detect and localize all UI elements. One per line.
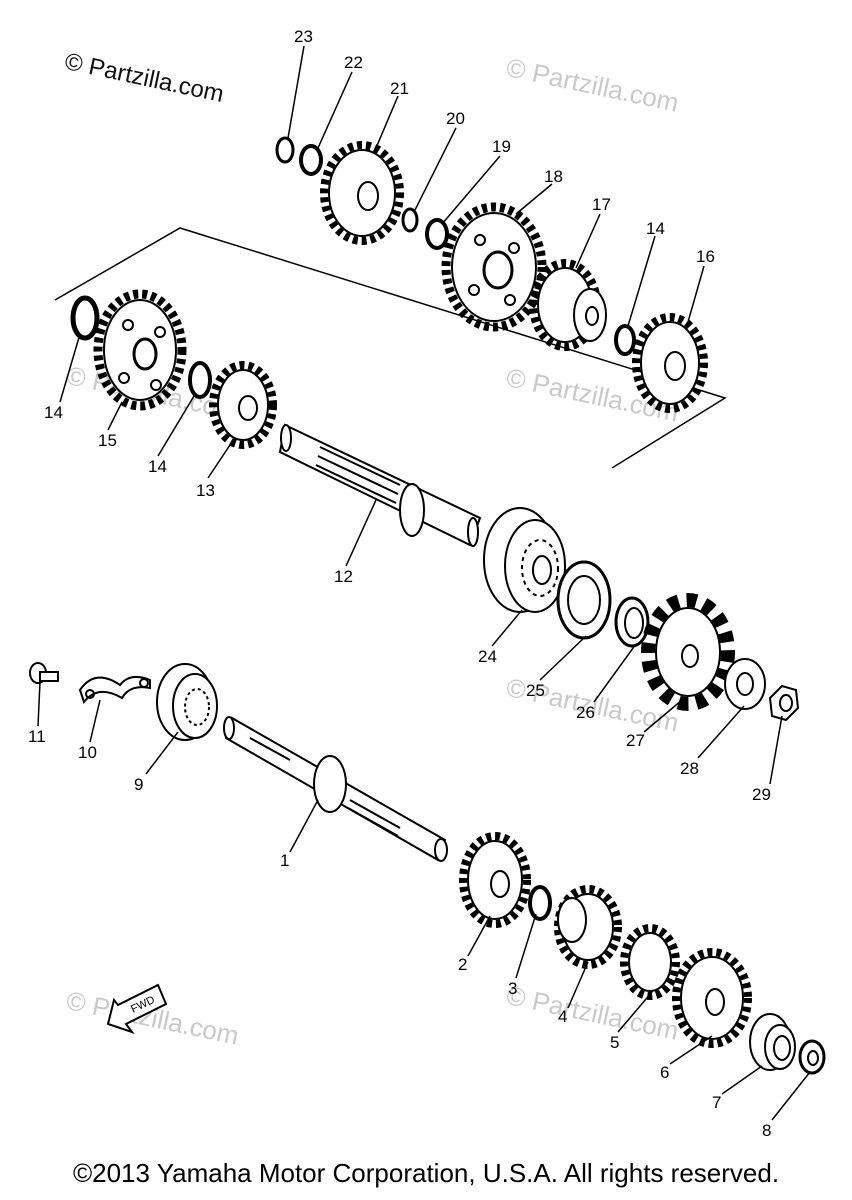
callout-16: 16 <box>696 247 715 266</box>
part-16-gear <box>632 313 708 413</box>
part-21-gear <box>320 141 404 245</box>
part-6-gear <box>672 948 752 1048</box>
callout-14-upper: 14 <box>646 219 665 238</box>
part-19-washer <box>425 218 449 250</box>
callout-9: 9 <box>134 775 143 794</box>
callout-26: 26 <box>576 703 595 722</box>
part-13-gear <box>209 361 277 449</box>
part-24-bearing <box>483 507 566 613</box>
copyright-footer: ©2013 Yamaha Motor Corporation, U.S.A. A… <box>72 1158 780 1188</box>
part-9-bearing <box>156 663 218 741</box>
part-4-gear <box>554 885 622 969</box>
callout-25: 25 <box>526 681 545 700</box>
part-14-washer-left <box>70 295 100 341</box>
callout-21: 21 <box>390 79 409 98</box>
callout-18: 18 <box>544 167 563 186</box>
callout-4: 4 <box>558 1007 567 1026</box>
part-3-washer <box>528 885 552 921</box>
callout-8: 8 <box>762 1121 771 1140</box>
callout-15: 15 <box>98 431 117 450</box>
part-15-gear <box>93 289 187 411</box>
callout-3: 3 <box>508 979 517 998</box>
part-11-bolt <box>29 662 59 684</box>
part-14-washer <box>614 324 636 356</box>
callout-5: 5 <box>610 1033 619 1052</box>
part-2-gear <box>459 832 531 928</box>
callout-22: 22 <box>344 53 363 72</box>
part-1-main-axle <box>223 716 448 862</box>
callout-24: 24 <box>478 647 497 666</box>
callout-7: 7 <box>712 1093 721 1112</box>
callout-27: 27 <box>626 731 645 750</box>
leader-lines <box>37 45 811 1121</box>
part-14-washer-middle <box>188 361 212 399</box>
part-12-drive-axle <box>278 423 482 547</box>
callout-14-middle: 14 <box>148 457 167 476</box>
callout-13: 13 <box>196 481 215 500</box>
fwd-arrow-icon: FWD <box>106 983 168 1034</box>
callout-12: 12 <box>334 567 353 586</box>
callout-10: 10 <box>78 743 97 762</box>
part-5-gear <box>620 924 680 1000</box>
part-29-nut <box>768 684 800 722</box>
part-22-washer <box>299 144 323 176</box>
part-26-collar <box>614 596 650 648</box>
part-27-drive-sprocket <box>641 593 735 711</box>
part-23-circlip <box>275 136 295 164</box>
part-7-bearing <box>749 1013 796 1071</box>
part-8-washer <box>798 1039 826 1075</box>
part-17-gear <box>529 259 607 351</box>
callout-29: 29 <box>752 785 771 804</box>
callout-6: 6 <box>660 1063 669 1082</box>
callout-28: 28 <box>680 759 699 778</box>
callout-labels: 23 22 21 20 19 18 17 14 16 14 15 14 13 1… <box>28 27 771 1140</box>
callout-14-left: 14 <box>44 403 63 422</box>
callout-17: 17 <box>592 195 611 214</box>
callout-19: 19 <box>492 137 511 156</box>
callout-20: 20 <box>446 109 465 128</box>
group-outline <box>54 227 727 469</box>
part-20-circlip <box>401 207 419 233</box>
callout-1: 1 <box>280 851 289 870</box>
part-28-lock-washer <box>724 658 766 710</box>
callout-11: 11 <box>28 727 46 746</box>
part-10-bearing-stopper <box>78 675 151 705</box>
part-18-gear <box>441 202 547 332</box>
callout-2: 2 <box>458 955 467 974</box>
callout-23: 23 <box>294 27 313 46</box>
part-25-oil-seal <box>556 560 612 640</box>
